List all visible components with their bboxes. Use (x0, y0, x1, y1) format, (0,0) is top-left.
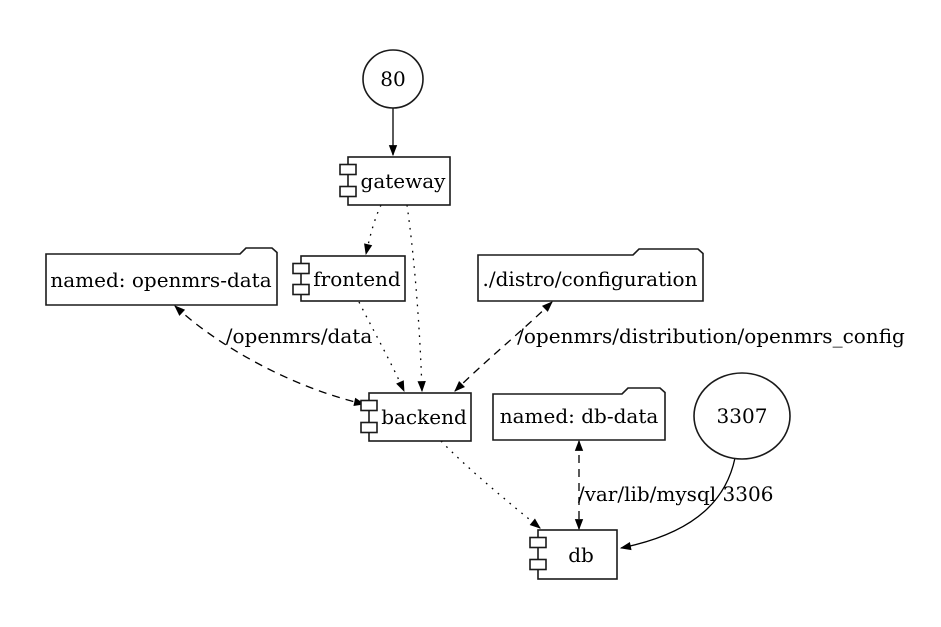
node-volume-db-data: named: db-data (492, 387, 666, 441)
port-3307-circle (693, 372, 791, 460)
backend-box (368, 392, 472, 442)
port-3307-label: 3307 (717, 404, 768, 428)
backend-label: backend (381, 405, 467, 429)
node-frontend: frontend (292, 255, 406, 302)
node-gateway: gateway (339, 156, 451, 206)
component-tab-icon (339, 163, 357, 176)
edges (174, 108, 736, 551)
component-tab-icon (360, 421, 378, 434)
component-tab-icon (339, 185, 357, 198)
frontend-label: frontend (313, 267, 401, 291)
node-backend: backend (360, 392, 472, 442)
edge-config-backend (454, 301, 553, 392)
component-tab-icon (292, 283, 310, 296)
node-port-3307: 3307 (693, 372, 791, 460)
db-box (537, 529, 618, 580)
edge-openmrsdata-backend (174, 305, 366, 406)
edge-backend-db (440, 440, 541, 529)
config-dir-label: ./distro/configuration (483, 267, 698, 291)
port-80-circle (362, 49, 424, 109)
volume-db-data-label: named: db-data (500, 404, 659, 428)
edge-port3307-db (619, 457, 736, 551)
component-tab-icon (529, 536, 547, 549)
port-80-label: 80 (380, 67, 405, 91)
gateway-label: gateway (361, 169, 447, 193)
folder-icon (45, 247, 278, 306)
component-tab-icon (292, 262, 310, 275)
folder-icon (477, 248, 704, 302)
node-port-80: 80 (362, 49, 424, 109)
node-db: db (529, 529, 618, 580)
component-tab-icon (360, 399, 378, 412)
component-tab-icon (529, 558, 547, 571)
gateway-box (347, 156, 451, 206)
edge-gateway-backend (406, 204, 426, 393)
edge-label-openmrs-data-mount: /openmrs/data (226, 324, 373, 348)
node-config-dir: ./distro/configuration (477, 248, 704, 302)
edge-label-db-port: 3306 (723, 482, 774, 506)
frontend-box (300, 255, 406, 302)
volume-openmrs-data-label: named: openmrs-data (50, 268, 271, 292)
edge-label-mysql-mount: /var/lib/mysql (578, 482, 716, 506)
folder-icon (492, 387, 666, 441)
edge-labels: /openmrs/data /openmrs/distribution/open… (226, 324, 905, 506)
node-volume-openmrs-data: named: openmrs-data (45, 247, 278, 306)
db-label: db (568, 543, 594, 567)
edge-label-config-mount: /openmrs/distribution/openmrs_config (517, 324, 905, 348)
edge-gateway-frontend (364, 204, 382, 256)
